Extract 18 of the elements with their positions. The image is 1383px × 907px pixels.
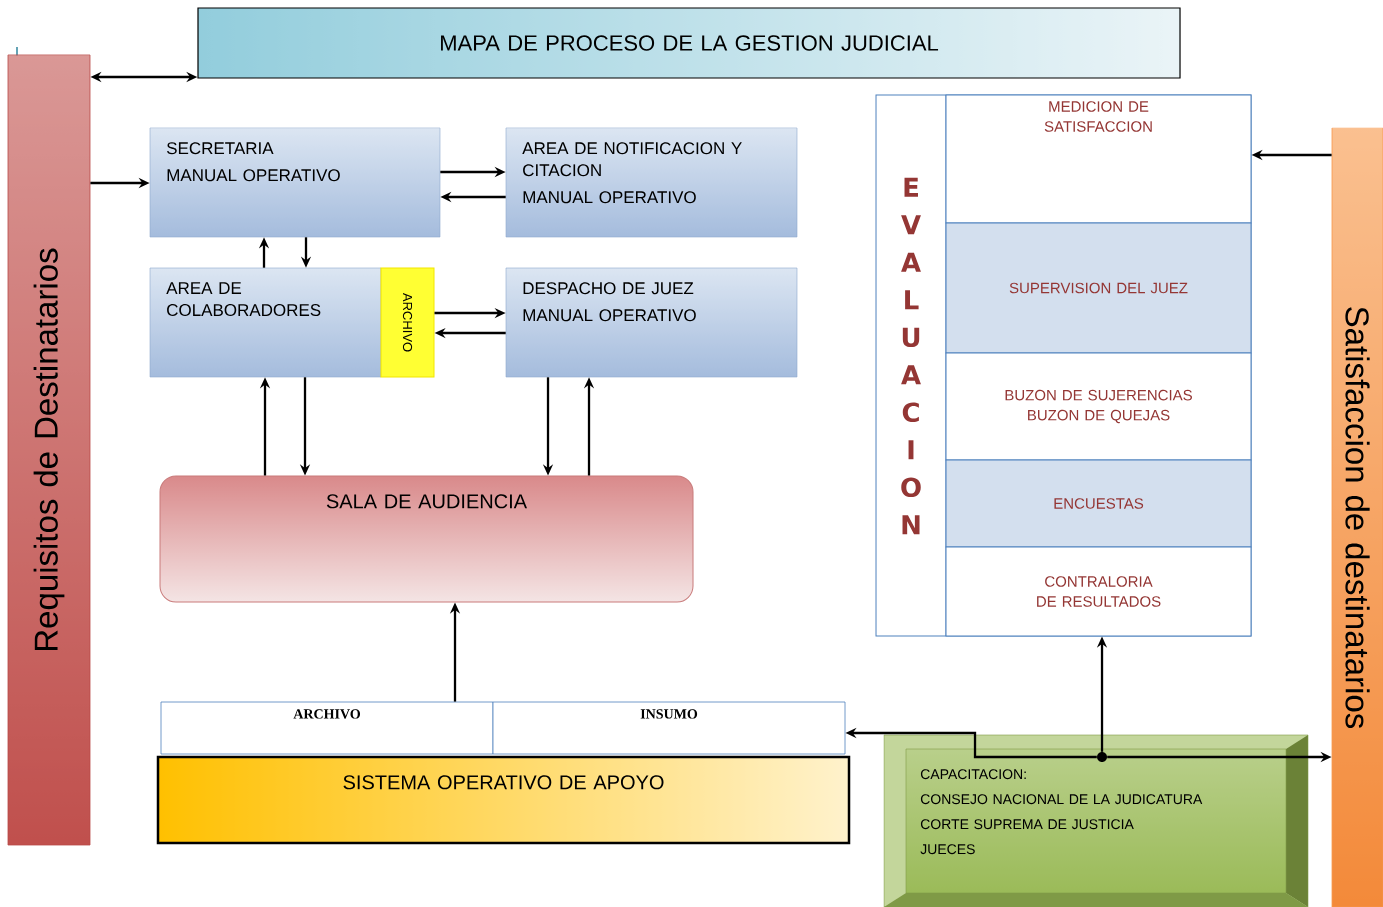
table-row: CONTRALORIA DE RESULTADOS xyxy=(945,546,1252,637)
table-row: SUPERVISION DEL JUEZ xyxy=(945,222,1252,354)
rounded-box: SALA DE AUDIENCIA xyxy=(159,475,694,603)
table-cell: INSUMO xyxy=(492,701,846,755)
process-box: AREA DE NOTIFICACION Y CITACION MANUAL OPERATIVO xyxy=(505,127,798,238)
table-row: MEDICION DE SATISFACCION xyxy=(945,94,1252,224)
table-row: BUZON DE SUJERENCIAS BUZON DE QUEJAS xyxy=(945,352,1252,461)
process-box: SISTEMA OPERATIVO DE APOYO xyxy=(156,755,851,845)
title-banner: MAPA DE PROCESO DE LA GESTION JUDICIAL xyxy=(197,7,1181,79)
side-bar: Requisitos de Destinatarios xyxy=(7,54,91,846)
process-box: AREA DE COLABORADORES xyxy=(149,267,382,378)
side-bar: Satisfaccion de destinatarios xyxy=(1331,127,1383,907)
beveled-box: CAPACITACION: CONSEJO NACIONAL DE LA JUDICATURA CORTE SUPREMA DE JUSTICIA JUECES xyxy=(883,734,1309,907)
table-row: ENCUESTAS xyxy=(945,459,1252,548)
process-box: DESPACHO DE JUEZ MANUAL OPERATIVO xyxy=(505,267,798,378)
process-box: SECRETARIA MANUAL OPERATIVO xyxy=(149,127,441,238)
table-cell: ARCHIVO xyxy=(160,701,494,755)
side-tab: ARCHIVO xyxy=(380,267,435,378)
